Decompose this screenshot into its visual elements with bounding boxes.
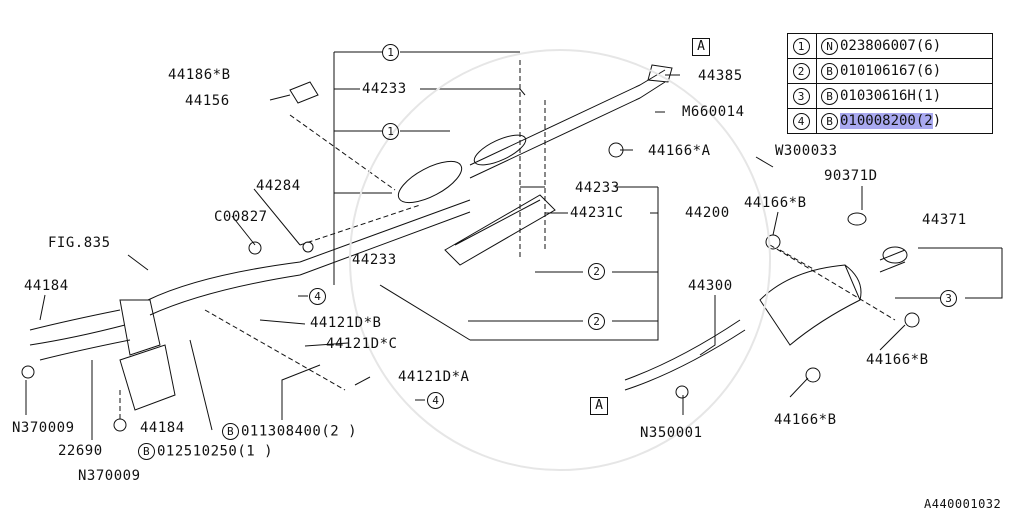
label-44200: 44200 [685, 205, 730, 221]
callout-2-upper: 2 [588, 263, 605, 280]
label-44121da: 44121D*A [398, 369, 470, 385]
nut-n350001 [675, 385, 689, 399]
group-bracket-44233-top [333, 51, 392, 285]
hanger-44166b-2 [904, 312, 920, 328]
nut-c00827 [248, 241, 262, 255]
hanger-44166b-3 [805, 367, 821, 383]
callout-2-lower: 2 [588, 313, 605, 330]
watermark [349, 49, 771, 471]
label-44166b-right: 44166*B [866, 352, 929, 368]
prefix-circle: B [821, 87, 838, 105]
prefix-circle: B [821, 62, 838, 80]
label-90371d: 90371D [824, 168, 878, 184]
hanger-44166b-1 [765, 234, 781, 250]
label-n370009-bottom: N370009 [78, 468, 141, 484]
tail-pipe [624, 249, 906, 391]
callout-3: 3 [940, 290, 957, 307]
callout-4-lower: 4 [427, 392, 444, 409]
plug-90371d [847, 212, 867, 226]
part-number-highlighted[interactable]: 010008200(2 [840, 113, 933, 129]
callout-num: 4 [792, 112, 810, 130]
label-44121dc: 44121D*C [326, 336, 398, 352]
part-qty: 6 [924, 63, 933, 79]
label-m660014: M660014 [682, 104, 745, 120]
callout-1-top: 1 [382, 44, 399, 61]
label-44371: 44371 [922, 212, 967, 228]
label-44233-mid: 44233 [575, 180, 620, 196]
prefix-circle: B [821, 112, 838, 130]
part-number: 01030616H [840, 88, 916, 104]
label-44166b-bottom: 44166*B [774, 412, 837, 428]
group-bracket-44200 [379, 186, 659, 341]
prefix-circle: N [821, 37, 838, 55]
label-44233-top: 44233 [362, 81, 407, 97]
sensor-44186b [269, 81, 319, 104]
exhaust-manifold [29, 299, 176, 411]
dashed-lines [119, 60, 896, 420]
label-c00827: C00827 [214, 209, 268, 225]
label-44184-right: 44184 [140, 420, 185, 436]
label-44186b: 44186*B [168, 67, 231, 83]
label-44166b-top: 44166*B [744, 195, 807, 211]
label-44166a: 44166*A [648, 143, 711, 159]
label-44300: 44300 [688, 278, 733, 294]
label-44156: 44156 [185, 93, 230, 109]
leader-lines [25, 51, 940, 440]
callout-num: 3 [792, 87, 810, 105]
callout-num: 1 [792, 37, 810, 55]
reference-a-top: A [692, 38, 710, 56]
nut-n370009-a [21, 365, 35, 379]
tail-tip-44371 [882, 246, 908, 264]
label-fig835: FIG.835 [48, 235, 111, 251]
hanger-44166a [608, 142, 624, 158]
part-number: 010106167 [840, 63, 916, 79]
label-44385: 44385 [698, 68, 743, 84]
muffler-44300 [759, 264, 862, 346]
b-circle: B [138, 443, 155, 460]
center-pipe [469, 69, 666, 179]
reference-a-bottom: A [590, 397, 608, 415]
part-number: 023806007 [840, 38, 916, 54]
callout-1-mid: 1 [382, 123, 399, 140]
callout-4-upper: 4 [309, 288, 326, 305]
resonator [473, 134, 527, 166]
label-44231c: 44231C [570, 205, 624, 221]
catalytic-converter [397, 160, 463, 204]
b-circle: B [222, 423, 239, 440]
label-w300033: W300033 [775, 143, 838, 159]
part-qty: 1 [924, 88, 933, 104]
label-44284: 44284 [256, 178, 301, 194]
callout-num: 2 [792, 62, 810, 80]
label-n370009-left: N370009 [12, 420, 75, 436]
label-44233-low: 44233 [352, 252, 397, 268]
label-44184-left: 44184 [24, 278, 69, 294]
label-44121db: 44121D*B [310, 315, 382, 331]
label-n350001: N350001 [640, 425, 703, 441]
part-qty: 6 [924, 38, 933, 54]
front-pipe [147, 199, 471, 316]
heat-shield-44231c [444, 194, 556, 266]
nut-n370009-b [113, 418, 127, 432]
drawing-id: A440001032 [924, 497, 1002, 511]
gasket-44284 [302, 241, 314, 253]
label-22690: 22690 [58, 443, 103, 459]
group-bracket-44371 [918, 247, 1003, 299]
gasket-44385 [647, 64, 673, 83]
